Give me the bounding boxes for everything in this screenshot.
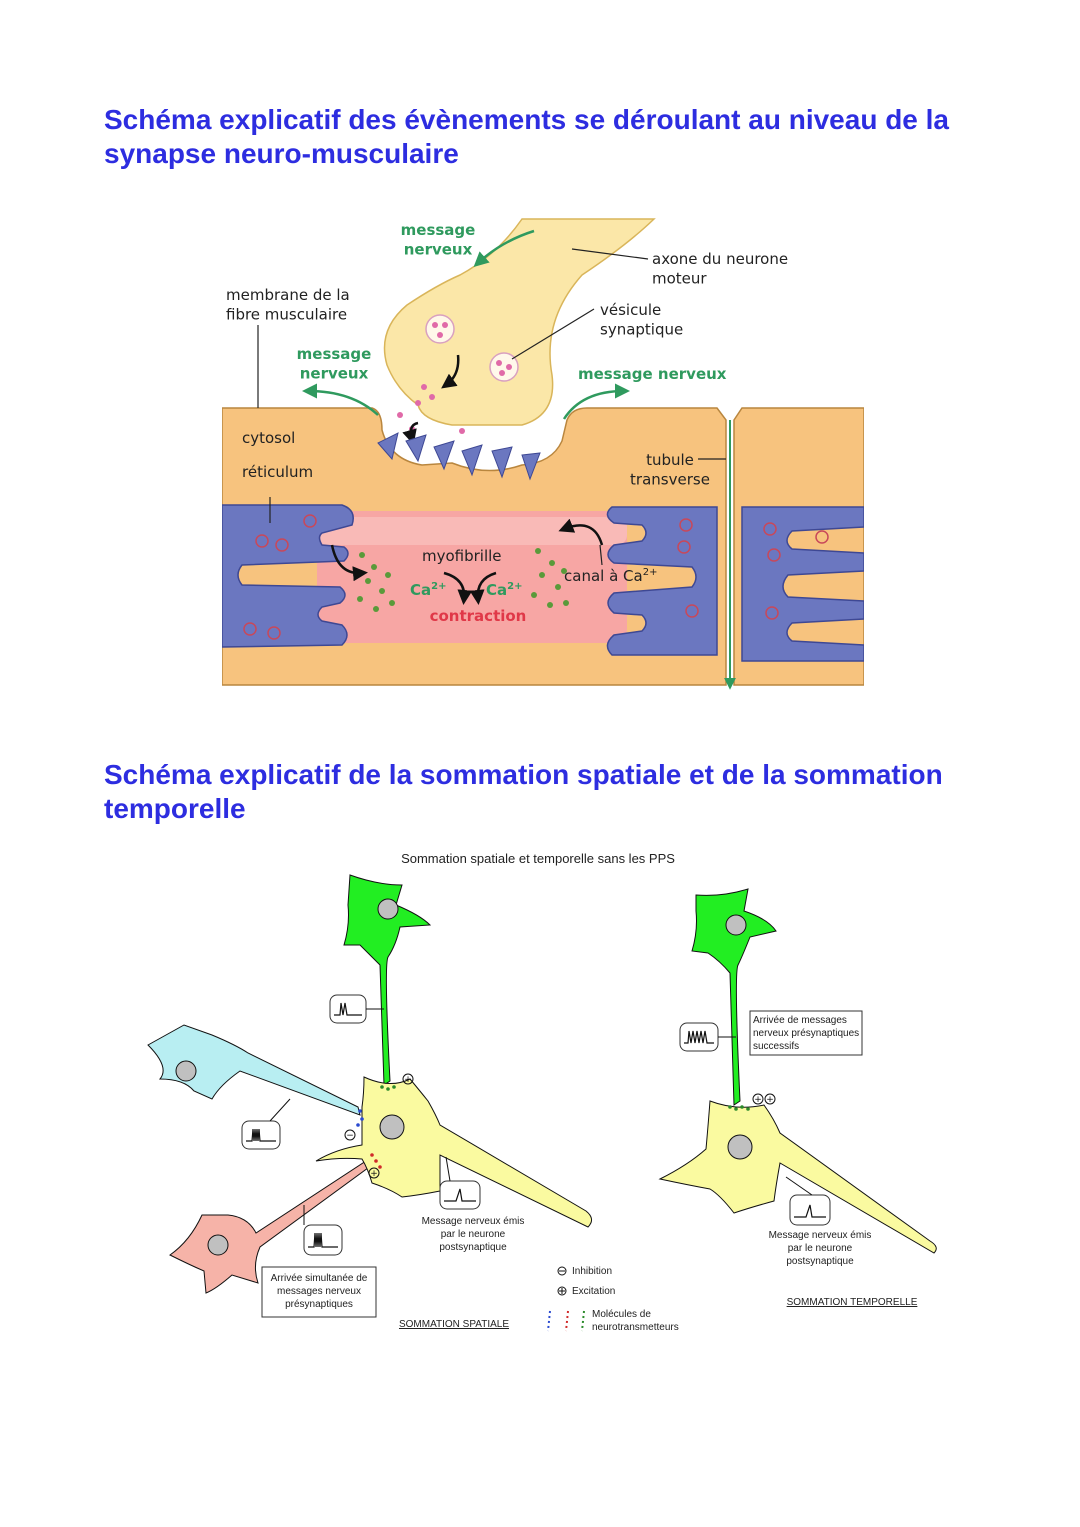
label-canal-sup: 2+ [643, 567, 658, 578]
yellow-neuron-right [658, 1100, 937, 1254]
legend-inhibition: Inhibition [572, 1266, 612, 1277]
label-ca-left-sup: 2+ [431, 581, 446, 592]
blue-neuron [147, 1024, 361, 1116]
receptors [377, 432, 541, 481]
sommation-diagram: Sommation spatiale et temporelle sans le… [147, 851, 937, 1333]
reticulum-far-right [741, 506, 864, 662]
label-cytosol: cytosol [242, 429, 295, 447]
svg-text:Ca2+: Ca2+ [410, 581, 446, 599]
plus-sign-2: + [370, 1169, 378, 1179]
sommation-temporelle: SOMMATION TEMPORELLE [787, 1297, 918, 1308]
pink-neuron [169, 1160, 373, 1294]
green-neuron-right [691, 888, 777, 1106]
yellow-neuron-left [315, 1076, 592, 1228]
label-ca-right-sup: 2+ [507, 581, 522, 592]
title-sommation: Schéma explicatif de la sommation spatia… [104, 759, 943, 824]
plus-sign-3: + [754, 1095, 762, 1105]
label-ca-left: Ca [410, 581, 431, 599]
plus-sign-4: + [766, 1095, 774, 1105]
svg-text:Ca2+: Ca2+ [486, 581, 522, 599]
axon-terminal [383, 218, 656, 426]
caption-top: Sommation spatiale et temporelle sans le… [401, 851, 675, 866]
label-message-nerveux-right: message nerveux [578, 365, 727, 383]
title-synapse: Schéma explicatif des évènements se déro… [104, 104, 950, 169]
calcium-ions [357, 548, 569, 612]
minus-sign-1: − [346, 1131, 354, 1141]
label-canal: canal à Ca [564, 567, 643, 585]
reticulum-left [222, 504, 354, 648]
label-reticulum: réticulum [242, 463, 313, 481]
plus-sign-1: + [404, 1075, 412, 1085]
label-myofibrille: myofibrille [422, 547, 502, 565]
sommation-spatiale: SOMMATION SPATIALE [399, 1319, 509, 1330]
label-ca-right: Ca [486, 581, 507, 599]
green-neuron-left [343, 874, 432, 1086]
neurotransmitter-dots [356, 1085, 750, 1169]
legend-excitation: Excitation [572, 1286, 615, 1297]
svg-text:canal à Ca2+: canal à Ca2+ [564, 567, 657, 585]
label-contraction: contraction [430, 607, 527, 625]
